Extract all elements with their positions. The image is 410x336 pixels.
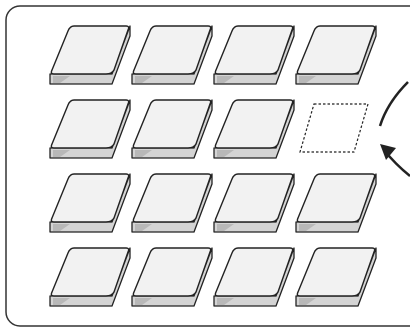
puzzle-diagram: [0, 0, 410, 336]
diagram-canvas: [0, 0, 410, 336]
